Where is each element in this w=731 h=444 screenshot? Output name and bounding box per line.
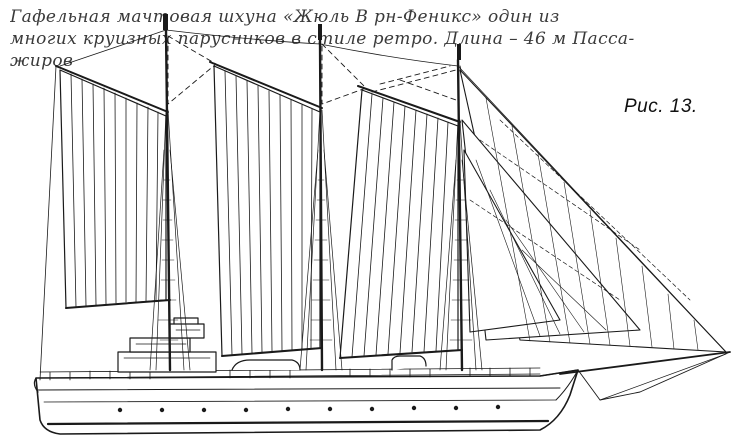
sail-main bbox=[209, 61, 323, 357]
figure-label: Рис. 13. bbox=[624, 96, 698, 117]
shrouds bbox=[149, 109, 483, 371]
bowsprit-rigging bbox=[559, 351, 731, 401]
deckhouse bbox=[117, 317, 427, 373]
jib-sails bbox=[459, 69, 727, 353]
caption-line-1: Гафельная мачтовая шхуна «Жюль В рн-Фени… bbox=[10, 7, 560, 27]
booms bbox=[65, 299, 463, 359]
sail-fore bbox=[339, 85, 461, 359]
ratlines bbox=[157, 179, 473, 341]
hull bbox=[33, 369, 579, 435]
portholes bbox=[117, 404, 501, 413]
sail-aft bbox=[55, 65, 169, 309]
stays bbox=[39, 29, 727, 381]
